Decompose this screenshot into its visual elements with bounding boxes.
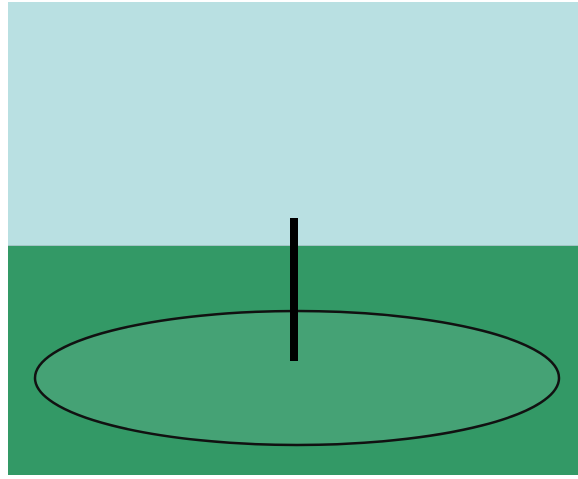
vertical-pole (290, 218, 298, 361)
sky-area (8, 2, 578, 246)
